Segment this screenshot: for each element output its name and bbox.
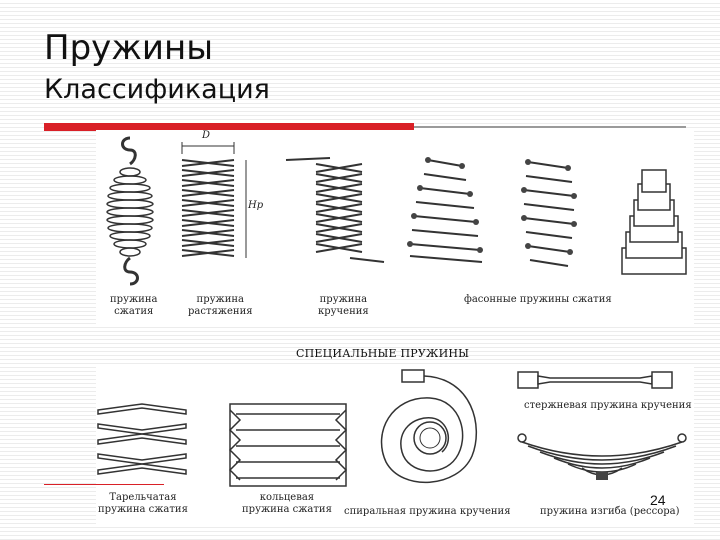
caption-compression: пружина сжатия — [110, 294, 158, 317]
torsion-spring-figure — [285, 157, 385, 263]
dimension-label-hp: Hp — [248, 200, 264, 211]
slide-title: Пружины — [44, 28, 214, 68]
disc-spring-figure — [97, 403, 187, 475]
caption-disc: Тарельчатая пружина сжатия — [98, 492, 188, 515]
caption-bar-torsion: стержневая пружина кручения — [524, 400, 692, 411]
ring-spring-figure — [228, 403, 348, 487]
caption-ring: кольцевая пружина сжатия — [242, 492, 332, 515]
bar-torsion-spring-figure — [517, 371, 673, 389]
spring-types-panel: D Hp — [96, 130, 694, 325]
leaf-spring-figure — [517, 433, 687, 480]
caption-tension: пружина растяжения — [188, 294, 253, 317]
special-springs-heading: СПЕЦИАЛЬНЫЕ ПРУЖИНЫ — [296, 347, 470, 360]
shaped-spring-volute-figure — [621, 169, 687, 275]
tension-spring-figure — [181, 142, 247, 258]
caption-torsion: пружина кручения — [318, 294, 369, 317]
dimension-label-d: D — [202, 130, 211, 141]
special-springs-panel: стержневая пружина кручения Тарельчатая … — [96, 366, 694, 526]
caption-leaf: пружина изгиба (рессора) — [540, 506, 680, 517]
shaped-spring-barrel-figure — [521, 159, 577, 267]
divider-line — [414, 126, 686, 128]
slide-subtitle: Классификация — [44, 74, 270, 105]
accent-bar — [44, 123, 414, 131]
caption-shaped: фасонные пружины сжатия — [464, 294, 612, 305]
shaped-spring-conical-figure — [407, 157, 483, 263]
compression-spring-figure — [106, 136, 154, 286]
caption-spiral: спиральная пружина кручения — [344, 506, 511, 517]
page-number: 24 — [650, 492, 666, 508]
spiral-spring-figure — [380, 369, 478, 483]
footer-accent-line — [44, 484, 164, 485]
